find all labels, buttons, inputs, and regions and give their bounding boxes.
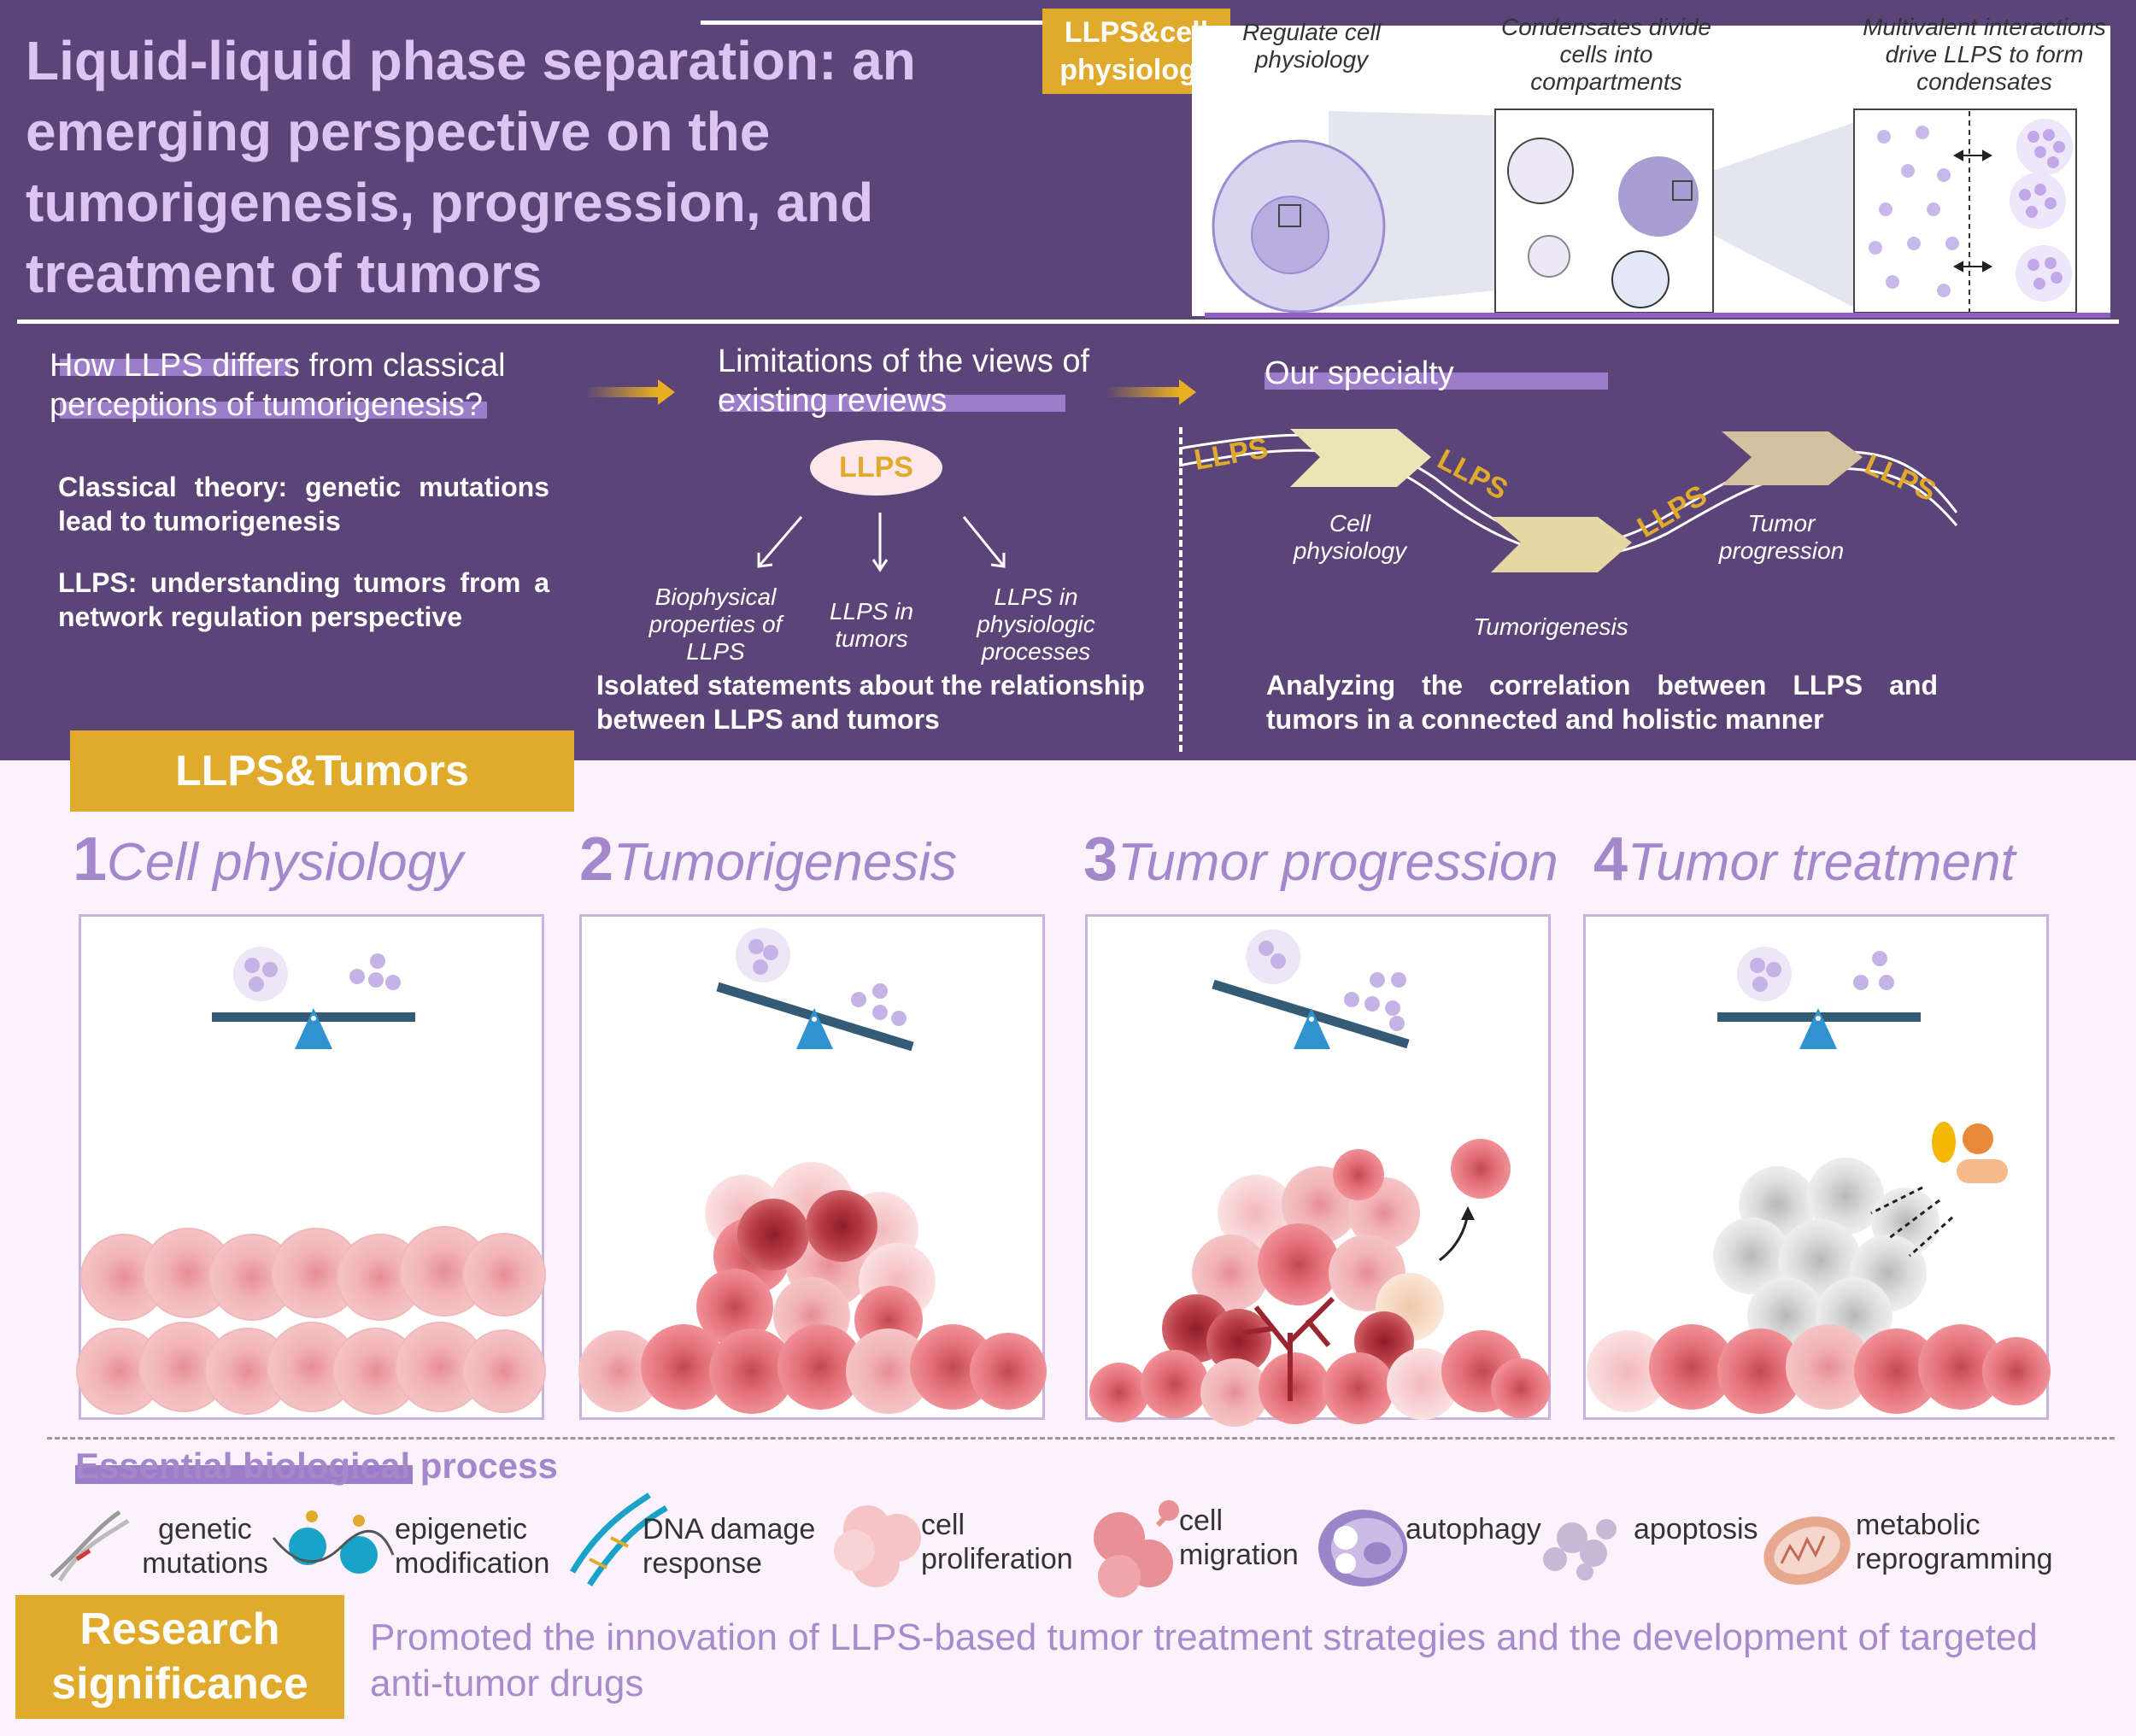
dna-mutation-icon (50, 1510, 130, 1582)
panel-label-condensates: Condensates divide cells into compartmen… (1501, 14, 1711, 95)
branch-biophysical: Biophysical properties of LLPS (648, 584, 783, 665)
proliferation-icon (834, 1505, 921, 1587)
nucleosome-icon (272, 1510, 395, 1574)
panel-label-multivalent: Multivalent interactions drive LLPS to f… (1863, 14, 2106, 95)
highlight-q3 (1265, 372, 1608, 390)
stage-title-4: 4Tumor treatment (1593, 825, 2016, 894)
divider-line (17, 320, 2119, 324)
tumor-cells (578, 1162, 1047, 1414)
tablet-icon (1963, 1123, 1993, 1154)
llps-tumors-badge: LLPS&Tumors (70, 730, 574, 812)
llps-network-text: LLPS: understanding tumors from a networ… (58, 567, 549, 632)
flow-arrows (585, 379, 1196, 405)
chevron-icon (1722, 431, 1863, 485)
highlight-q1b (60, 402, 487, 419)
page-title: Liquid-liquid phase separation: an emerg… (26, 30, 916, 304)
pill-icon (1932, 1122, 1956, 1163)
title-rule (701, 21, 1042, 25)
highlight-q1a (60, 359, 290, 376)
balance-icon (1717, 947, 1921, 1049)
highlight-process (75, 1465, 413, 1484)
question-specialty: Our specialty (1265, 355, 1454, 391)
process-apoptosis: apoptosis (1634, 1513, 1758, 1545)
process-heading: Essential biological process (75, 1446, 558, 1486)
treated-cells (1587, 1122, 2051, 1414)
specialty-cell-physiology: Cell physiology (1293, 510, 1407, 564)
holistic-text: Analyzing the correlation between LLPS a… (1266, 670, 1938, 735)
research-significance-badge: Research significance (15, 1595, 344, 1719)
process-genetic-mutations: genetic mutations (142, 1513, 268, 1580)
panel-underline (1205, 313, 2110, 318)
process-cell-proliferation: cell proliferation (921, 1509, 1073, 1575)
physiology-illustration (1212, 108, 2077, 314)
arrow-right-icon (658, 379, 675, 405)
metastatic-cells (1089, 1139, 1551, 1427)
stage-title-3: 3Tumor progression (1083, 825, 1558, 894)
stage-title-2: 2Tumorigenesis (579, 825, 958, 894)
highlight-q2 (719, 395, 1065, 412)
chevron-icon (1491, 517, 1632, 572)
balance-icon (212, 947, 415, 1049)
normal-cells (76, 1226, 546, 1415)
process-metabolic-reprogramming: metabolic reprogramming (1856, 1509, 2053, 1575)
question-limitations: Limitations of the views of existing rev… (718, 343, 1090, 419)
question-llps-differs: How LLPS differs from classical percepti… (50, 348, 506, 423)
chevron-icon (1290, 429, 1431, 487)
arrow-right-icon (1179, 379, 1196, 405)
stage-title-1: 1Cell physiology (73, 825, 464, 894)
specialty-tumor-progression: Tumor progression (1718, 510, 1845, 564)
llps-oval: LLPS (810, 440, 942, 496)
process-separator (47, 1437, 2115, 1440)
balance-icon (1212, 930, 1410, 1049)
classical-theory-text: Classical theory: genetic mutations lead… (58, 472, 549, 537)
dashed-separator (1179, 427, 1182, 752)
tree-arrows (757, 513, 1006, 572)
process-autophagy: autophagy (1405, 1513, 1541, 1545)
branch-physiologic: LLPS in physiologic processes (977, 584, 1095, 665)
isolated-statements-text: Isolated statements about the relationsh… (596, 670, 1145, 735)
process-icons (50, 1493, 1851, 1598)
process-cell-migration: cell migration (1179, 1504, 1299, 1571)
capsule-icon (1957, 1159, 2008, 1183)
migration-arrow-icon (1461, 1206, 1475, 1220)
apoptosis-icon (1543, 1519, 1617, 1581)
process-dna-damage: DNA damage response (643, 1513, 816, 1580)
specialty-tumorigenesis: Tumorigenesis (1473, 613, 1628, 640)
process-epigenetic-modification: epigenetic modification (395, 1513, 550, 1580)
blood-vessel-icon (1242, 1296, 1335, 1401)
significance-text: Promoted the innovation of LLPS-based tu… (370, 1616, 2038, 1704)
specialty-wave: LLPS LLPS LLPS LLPS (1179, 429, 1958, 572)
panel-label-regulate: Regulate cell physiology (1242, 19, 1381, 73)
branch-tumors: LLPS in tumors (829, 598, 914, 652)
mitochondria-icon (1763, 1516, 1851, 1585)
migration-icon (1094, 1500, 1179, 1598)
autophagy-icon (1318, 1510, 1407, 1586)
dna-helix-icon (569, 1493, 668, 1586)
balance-icon (716, 928, 914, 1052)
nucleus-icon (1251, 196, 1329, 274)
